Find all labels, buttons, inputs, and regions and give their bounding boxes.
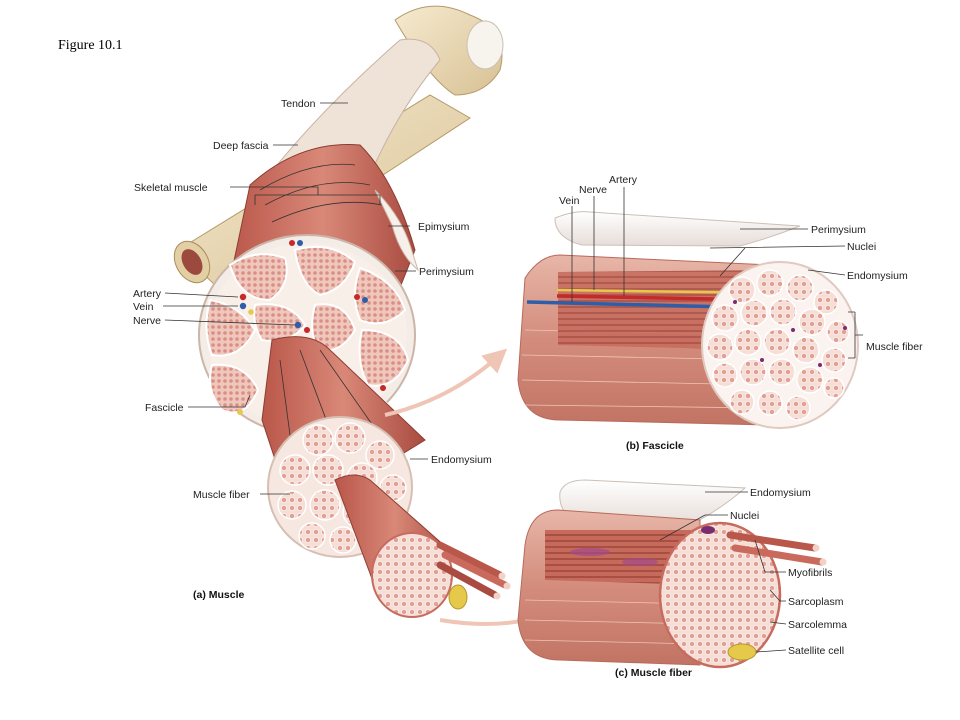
panel-c-muscle-fiber: Endomysium Nuclei Myofibrils Sarcoplasm … bbox=[517, 479, 847, 679]
label-vein-b: Vein bbox=[559, 195, 580, 207]
label-fascicle: Fascicle bbox=[145, 402, 184, 414]
label-muscle-fiber-b: Muscle fiber bbox=[866, 341, 923, 353]
cross-section-vessels bbox=[237, 240, 386, 415]
label-endomysium-a: Endomysium bbox=[431, 454, 492, 466]
label-artery-a: Artery bbox=[133, 288, 162, 300]
fascicle-end-fibers bbox=[706, 269, 850, 421]
arrow-to-fascicle bbox=[384, 348, 508, 417]
caption-a-muscle: (a) Muscle bbox=[193, 589, 245, 601]
label-myofibrils: Myofibrils bbox=[788, 567, 832, 579]
label-epimysium: Epimysium bbox=[418, 221, 470, 233]
label-nerve-b: Nerve bbox=[579, 184, 607, 196]
label-perimysium-b: Perimysium bbox=[811, 224, 866, 236]
satellite-cell bbox=[727, 643, 757, 661]
label-artery-b: Artery bbox=[609, 174, 638, 186]
label-nerve-a: Nerve bbox=[133, 315, 161, 327]
label-satellite-cell: Satellite cell bbox=[788, 645, 844, 657]
label-sarcolemma: Sarcolemma bbox=[788, 619, 847, 631]
label-deep-fascia: Deep fascia bbox=[213, 140, 269, 152]
protruding-myofibrils bbox=[436, 541, 511, 600]
epimysium-flap bbox=[374, 189, 420, 272]
perimysium-sheath bbox=[554, 211, 801, 247]
label-sarcoplasm: Sarcoplasm bbox=[788, 596, 844, 608]
fiber-end-face bbox=[658, 521, 782, 669]
caption-c-muscle-fiber: (c) Muscle fiber bbox=[615, 667, 692, 679]
panel-b-fascicle: Artery Nerve Vein Perimysium Nuclei Endo… bbox=[517, 174, 923, 452]
label-tendon: Tendon bbox=[281, 98, 316, 110]
label-endomysium-c: Endomysium bbox=[750, 487, 811, 499]
panel-a-muscle: Tendon Deep fascia Skeletal muscle Epimy… bbox=[133, 5, 511, 618]
label-muscle-fiber-a: Muscle fiber bbox=[193, 489, 250, 501]
label-skeletal-muscle: Skeletal muscle bbox=[134, 182, 208, 194]
fiber-myofibrils bbox=[726, 531, 827, 566]
label-endomysium-b: Endomysium bbox=[847, 270, 908, 282]
label-vein-a: Vein bbox=[133, 301, 154, 313]
label-perimysium-a: Perimysium bbox=[419, 266, 474, 278]
bone-marrow bbox=[181, 249, 203, 275]
figure-title: Figure 10.1 bbox=[58, 38, 123, 53]
label-nuclei-c: Nuclei bbox=[730, 510, 759, 522]
label-nuclei-b: Nuclei bbox=[847, 241, 876, 253]
caption-b-fascicle: (b) Fascicle bbox=[626, 440, 684, 452]
